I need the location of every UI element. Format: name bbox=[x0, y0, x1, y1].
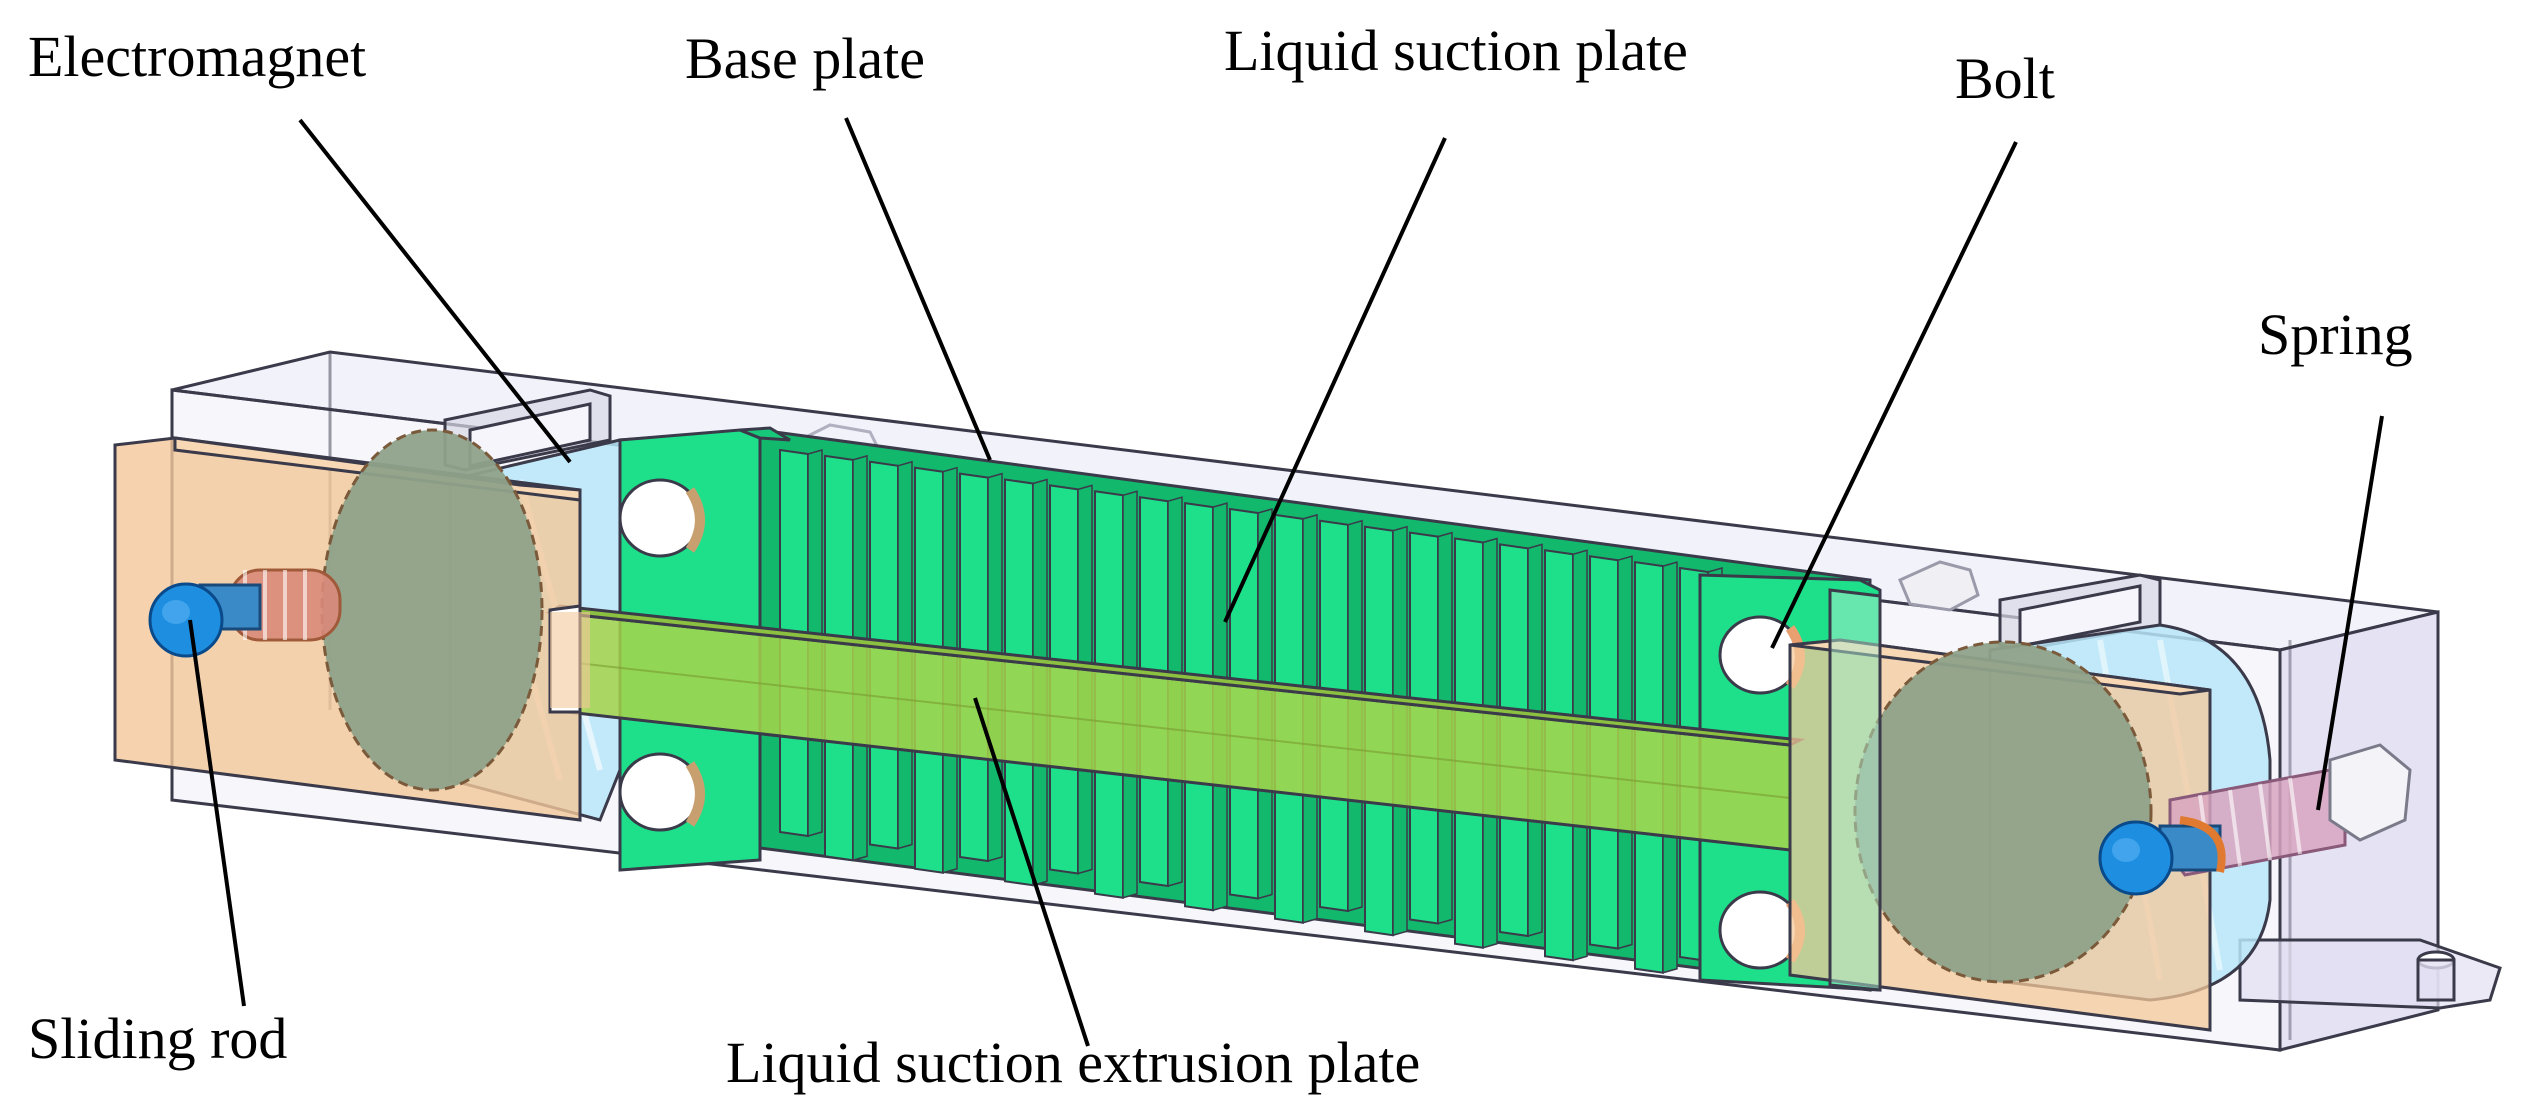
left-sliding-rod bbox=[148, 582, 262, 658]
right-end-glass bbox=[1828, 588, 1882, 992]
leader-lines bbox=[188, 117, 2384, 1047]
label-liquid-suction-plate: Liquid suction plate bbox=[1224, 18, 1688, 83]
right-sliding-rod bbox=[2098, 816, 2226, 896]
leader-base-plate bbox=[844, 117, 992, 461]
leader-electromagnet bbox=[298, 118, 572, 464]
leader-liquid-suction-plate bbox=[1223, 137, 1447, 623]
left-electromagnet-housing bbox=[113, 428, 590, 822]
leader-spring bbox=[2316, 415, 2384, 811]
right-electromagnet-housing bbox=[1788, 638, 2412, 1032]
leader-sliding-rod bbox=[188, 619, 246, 1007]
label-bolt: Bolt bbox=[1955, 46, 2055, 111]
left-magnet-disc bbox=[320, 428, 544, 792]
leader-liquid-suction-extrusion-plate bbox=[973, 697, 1090, 1047]
label-liquid-suction-extrusion-plate: Liquid suction extrusion plate bbox=[726, 1030, 1420, 1095]
label-electromagnet: Electromagnet bbox=[28, 24, 366, 89]
label-base-plate: Base plate bbox=[685, 26, 925, 91]
right-magnet-disc bbox=[1853, 640, 2153, 984]
spring-nut bbox=[2328, 743, 2412, 842]
callout-labels: Electromagnet Base plate Liquid suction … bbox=[28, 18, 2413, 1095]
label-sliding-rod: Sliding rod bbox=[28, 1006, 287, 1071]
back-nut-right bbox=[1898, 560, 1980, 612]
label-spring: Spring bbox=[2258, 302, 2413, 367]
leader-bolt bbox=[1770, 141, 2018, 649]
